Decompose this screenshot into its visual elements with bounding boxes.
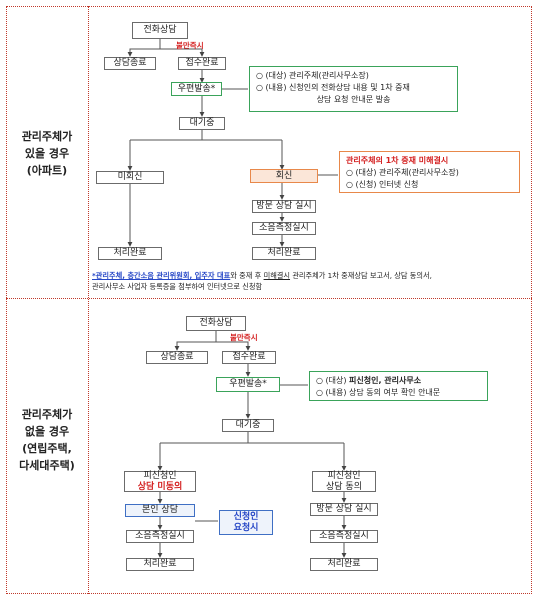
node-consult-end-2: 상담종료 (146, 351, 208, 364)
node-waiting-2: 대기중 (222, 419, 274, 432)
node-visit-consult: 방문 상담 실시 (252, 200, 316, 213)
outer-frame (6, 6, 532, 594)
node-phone-consult-2: 전화상담 (186, 316, 246, 331)
node-done-right-2: 처리완료 (310, 558, 378, 571)
note-mail-details: ○ (대상) 관리주체(관리사무소장) ○ (내용) 신청인의 전화상담 내용 … (249, 66, 458, 112)
node-self-consult: 본인 상담 (125, 504, 195, 517)
node-consult-end: 상담종료 (104, 57, 156, 70)
label-immediate-2: 불만즉시 (230, 333, 258, 342)
node-visit-consult-2: 방문 상담 실시 (310, 503, 378, 516)
node-done-left-2: 처리완료 (126, 558, 194, 571)
node-no-reply: 미회신 (96, 171, 164, 184)
note-mail-details-2: ○ (대상) 피신청인, 관리사무소 ○ (내용) 상담 동의 여부 확인 안내… (309, 371, 488, 401)
node-done-right: 처리완료 (252, 247, 316, 260)
node-receipt-complete-2: 접수완료 (222, 351, 276, 364)
node-mail-send-2: 우편발송* (216, 377, 280, 392)
node-noise-measure: 소음측정실시 (252, 222, 316, 235)
label-immediate: 불만즉시 (176, 41, 204, 50)
node-reply: 회신 (250, 169, 318, 183)
section-label-with-manager: 관리주체가 있을 경우 (아파트) (21, 130, 73, 177)
node-noise-measure-right: 소음측정실시 (310, 530, 378, 543)
node-mail-send: 우편발송* (171, 82, 222, 96)
section-divider (6, 298, 532, 299)
note-reply-details: 관리주체의 1차 중재 미해결시 ○ (대상) 관리주체(관리사무소장) ○ (… (339, 151, 520, 193)
node-waiting: 대기중 (179, 117, 225, 130)
label-column-divider (88, 6, 89, 594)
node-noise-measure-left: 소음측정실시 (126, 530, 194, 543)
node-done-left: 처리완료 (98, 247, 162, 260)
node-receipt-complete: 접수완료 (178, 57, 226, 70)
section-label-without-manager: 관리주체가 없을 경우 (연립주택, 다세대주택) (19, 408, 75, 472)
footnote: *관리주체, 층간소음 관리위원회, 입주자 대표와 중재 후 미해결시 관리주… (92, 271, 432, 291)
node-phone-consult: 전화상담 (132, 22, 188, 39)
